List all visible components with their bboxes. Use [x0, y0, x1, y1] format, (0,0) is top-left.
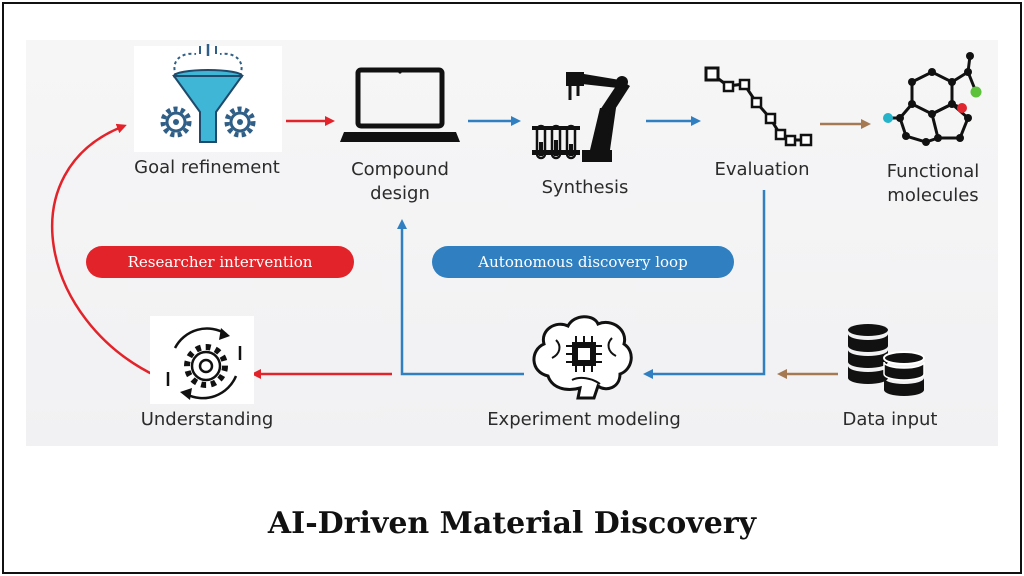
funnel-gears-icon: [134, 44, 282, 152]
arrow-evaluation-down-to-modeling: [643, 190, 766, 379]
database-icon: [848, 324, 925, 396]
line-plot-icon: [704, 66, 813, 147]
molecule-atoms: [883, 52, 982, 146]
laptop-icon: [340, 67, 460, 142]
arrow-understanding-to-goal: [50, 123, 157, 378]
label-evaluation: Evaluation: [714, 159, 810, 180]
label-data-input: Data input: [842, 409, 938, 430]
label-understanding: Understanding: [140, 409, 274, 430]
label-experiment-modeling: Experiment modeling: [487, 409, 681, 430]
label-goal-refinement: Goal refinement: [134, 157, 280, 178]
autonomous-discovery-loop-pill: Autonomous discovery loop: [432, 246, 734, 278]
researcher-intervention-pill: Researcher intervention: [86, 246, 354, 278]
label-functional-molecules: Functional molecules: [886, 161, 980, 206]
page-title: AI-Driven Material Discovery: [267, 506, 757, 541]
label-synthesis: Synthesis: [541, 177, 629, 198]
gear-cycle-icon: [150, 316, 254, 404]
label-compound-design: Compound design: [351, 159, 449, 204]
robot-arm-test-tubes-icon: [532, 72, 630, 162]
brain-chip-icon: [532, 315, 633, 400]
arrow-modeling-up-to-design: [397, 219, 524, 376]
